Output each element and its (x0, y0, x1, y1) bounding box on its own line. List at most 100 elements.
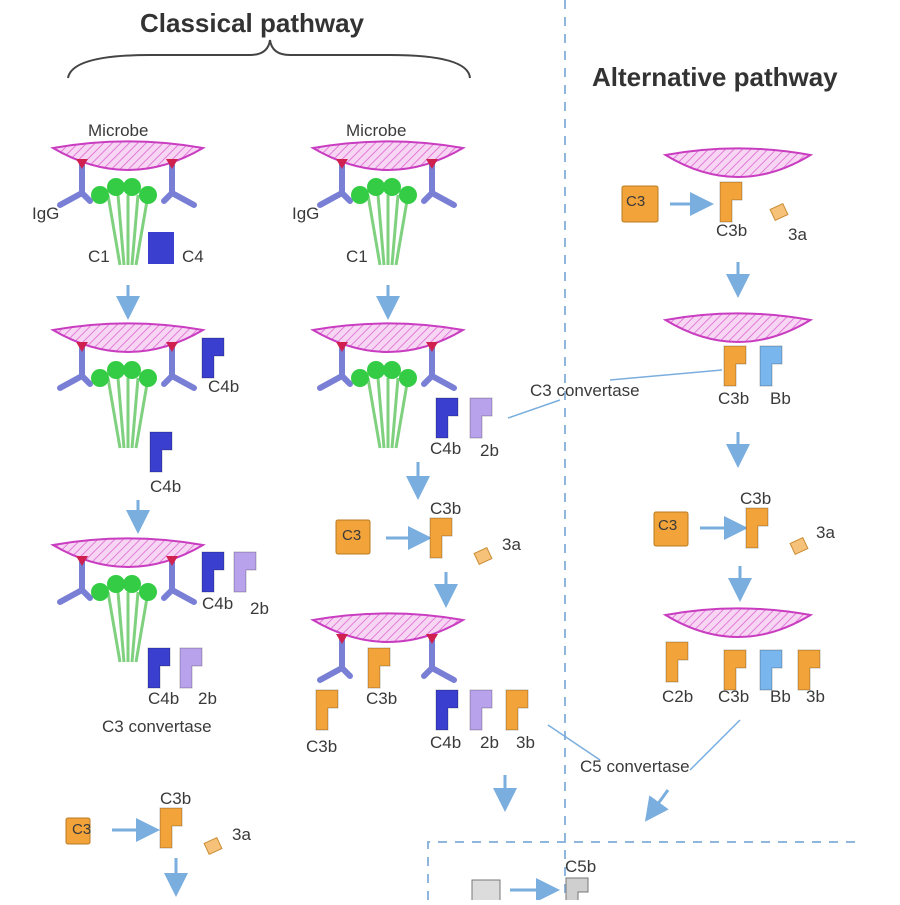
c3b-fragment (429, 517, 453, 559)
igg-antibody (161, 162, 197, 208)
c3-box-label: C3 (626, 193, 646, 210)
c3-molecule (335, 519, 371, 555)
c4b-label: C4b (208, 377, 240, 396)
igg-antibody (57, 345, 93, 391)
antigen-binding-site (166, 556, 178, 566)
c1q-head (123, 575, 141, 593)
alternative-pathway-title: Alternative pathway (592, 62, 838, 92)
c4b-label: C4b (430, 439, 462, 458)
c3b-fragment (723, 345, 747, 387)
c4b-fragment (201, 551, 225, 593)
antigen-binding-site (426, 342, 438, 352)
classical-pathway-title: Classical pathway (140, 8, 364, 38)
c4b-fragment (147, 647, 171, 689)
c4b-label: C4b (150, 477, 182, 496)
igg-antibody (57, 559, 93, 605)
c3b-label: C3b (366, 689, 398, 708)
c1q-head (383, 361, 401, 379)
igg-antibody (421, 345, 457, 391)
c4b-fragment (435, 397, 459, 439)
microbe-membrane (662, 147, 814, 178)
c3a-label: 3a (502, 535, 521, 554)
c1-stem (116, 194, 126, 266)
c1q-head (139, 583, 157, 601)
c3b-fragment (665, 641, 689, 683)
c3b-fragment (723, 649, 747, 691)
c4b-fragment (201, 337, 225, 379)
c3b-label: C3b (160, 789, 192, 808)
c3a-fragment (473, 546, 493, 566)
c1-stem (106, 194, 122, 266)
c4b-label: C4b (202, 594, 234, 613)
c1-stem (130, 591, 140, 663)
c1-stem (394, 194, 410, 266)
microbe-membrane (310, 322, 466, 353)
c1q-head (139, 369, 157, 387)
c3a-fragment (769, 202, 789, 222)
igg-label: IgG (32, 204, 60, 223)
antigen-binding-site (426, 634, 438, 644)
bb-fragment (759, 345, 783, 387)
c3a-label: 3a (788, 225, 807, 244)
igg-antibody (421, 162, 457, 208)
c3b-fragment (159, 807, 183, 849)
c1q-head (91, 583, 109, 601)
microbe-label: Microbe (88, 121, 149, 140)
microbe-label: Microbe (346, 121, 407, 140)
c3b-short-label: 3b (516, 733, 535, 752)
c2b-fragment (233, 551, 257, 593)
c3-box-label: C3 (342, 527, 362, 544)
c3b-label: C3b (718, 687, 750, 706)
c1-stem (134, 194, 150, 266)
c1q-head (367, 178, 385, 196)
reaction-arrow (644, 789, 670, 822)
c2b-label: C2b (662, 687, 694, 706)
c3b-label: C3b (716, 221, 748, 240)
c1-label: C1 (346, 247, 368, 266)
bb-label: Bb (770, 687, 791, 706)
c3-molecule (65, 817, 91, 845)
microbe-membrane (662, 312, 814, 343)
c2b-label: 2b (198, 689, 217, 708)
microbe-membrane (310, 140, 466, 171)
microbe-membrane (310, 612, 466, 643)
c3b-label: C3b (430, 499, 462, 518)
c3b-label: C3b (306, 737, 338, 756)
c2b-label: 2b (250, 599, 269, 618)
c4b-fragment (149, 431, 173, 473)
c4-label: C4 (182, 247, 204, 266)
c3b-fragment (505, 689, 529, 731)
antigen-binding-site (76, 556, 88, 566)
c1q-head (91, 186, 109, 204)
c3b-fragment (315, 689, 339, 731)
connector-line (689, 719, 741, 771)
c1q-head (399, 369, 417, 387)
bb-label: Bb (770, 389, 791, 408)
antigen-binding-site (336, 159, 348, 169)
c1q-head (139, 186, 157, 204)
c3a-fragment (203, 836, 223, 856)
c1-stem (390, 194, 400, 266)
c3a-fragment (789, 536, 809, 556)
c1q-head (351, 369, 369, 387)
antigen-binding-site (336, 634, 348, 644)
c1-stem (106, 591, 122, 663)
c1q-head (351, 186, 369, 204)
c4-molecule (148, 232, 174, 264)
connector-line (609, 369, 723, 381)
product-box (427, 841, 860, 900)
c1q-head (91, 369, 109, 387)
c1-stem (130, 194, 140, 266)
igg-label: IgG (292, 204, 320, 223)
c3-box-label: C3 (658, 517, 678, 534)
c1-stem (390, 377, 400, 449)
c1-stem (394, 377, 410, 449)
antigen-binding-site (76, 342, 88, 352)
igg-antibody (317, 637, 353, 683)
c1-stem (116, 377, 126, 449)
c1q-head (123, 361, 141, 379)
c1-stem (116, 591, 126, 663)
c1q-head (123, 178, 141, 196)
antigen-binding-site (336, 342, 348, 352)
c2b-fragment (469, 689, 493, 731)
